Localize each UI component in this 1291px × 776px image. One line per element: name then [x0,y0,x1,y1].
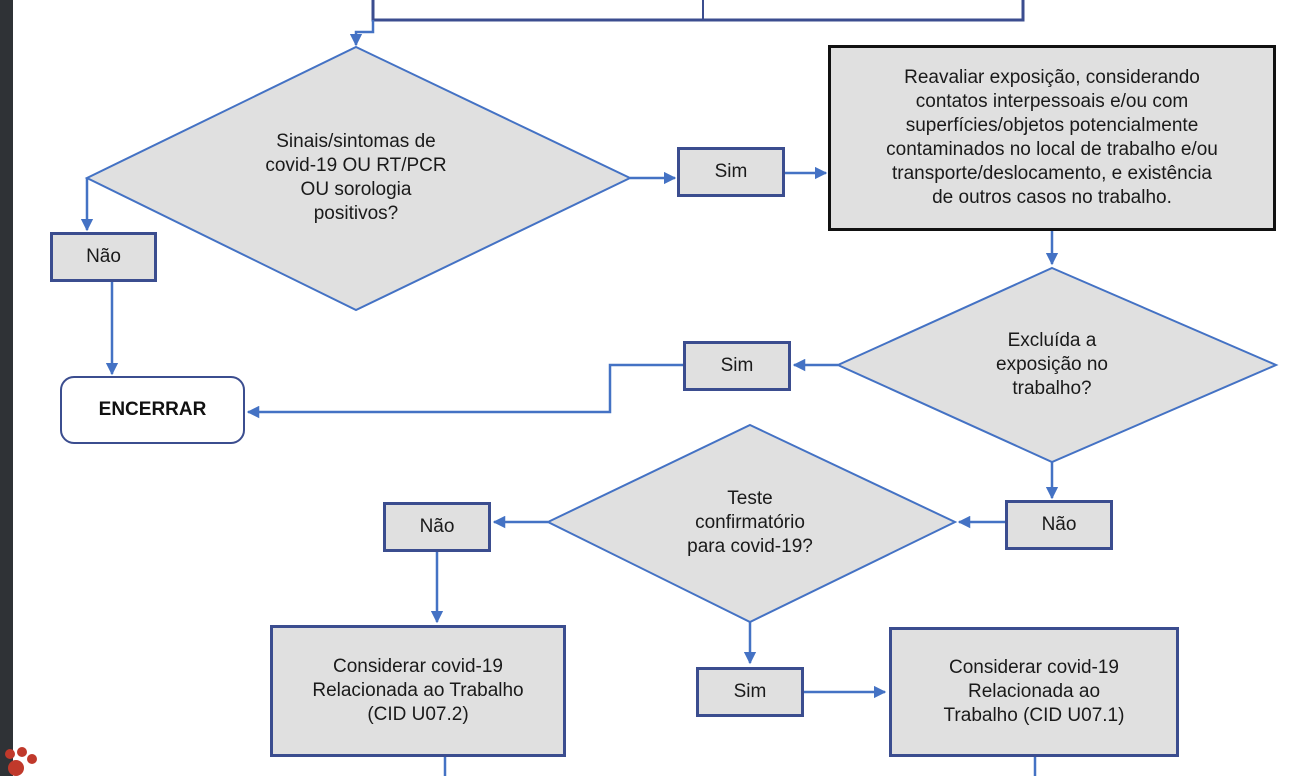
nao-box-1: Não [50,232,157,282]
edge-top-to-sintomas [349,20,375,47]
considerar-u072-box: Considerar covid-19 Relacionada ao Traba… [270,625,566,757]
flowchart-canvas: Sinais/sintomas de covid-19 OU RT/PCR OU… [13,0,1291,776]
sim-box-1: Sim [677,147,785,197]
reavaliar-exposicao-box: Reavaliar exposição, considerando contat… [828,45,1276,231]
organization-logo-icon [5,747,37,776]
sim-box-3: Sim [696,667,804,717]
decision-sintomas: Sinais/sintomas de covid-19 OU RT/PCR OU… [265,131,447,224]
nao-box-3: Não [383,502,491,552]
sim-box-2: Sim [683,341,791,391]
top-partial-box-outline [371,0,1025,22]
flowchart-diagram [80,0,1279,776]
decision-excluida: Excluída a exposição no trabalho? [996,330,1108,399]
decision-teste: Teste confirmatório para covid-19? [687,488,813,557]
encerrar-terminal: ENCERRAR [60,376,245,444]
nao-box-2: Não [1005,500,1113,550]
diamond-sintomas-shape [84,45,633,312]
considerar-u071-box: Considerar covid-19 Relacionada ao Traba… [889,627,1179,757]
edge-sim-to-encerrar [246,363,685,419]
